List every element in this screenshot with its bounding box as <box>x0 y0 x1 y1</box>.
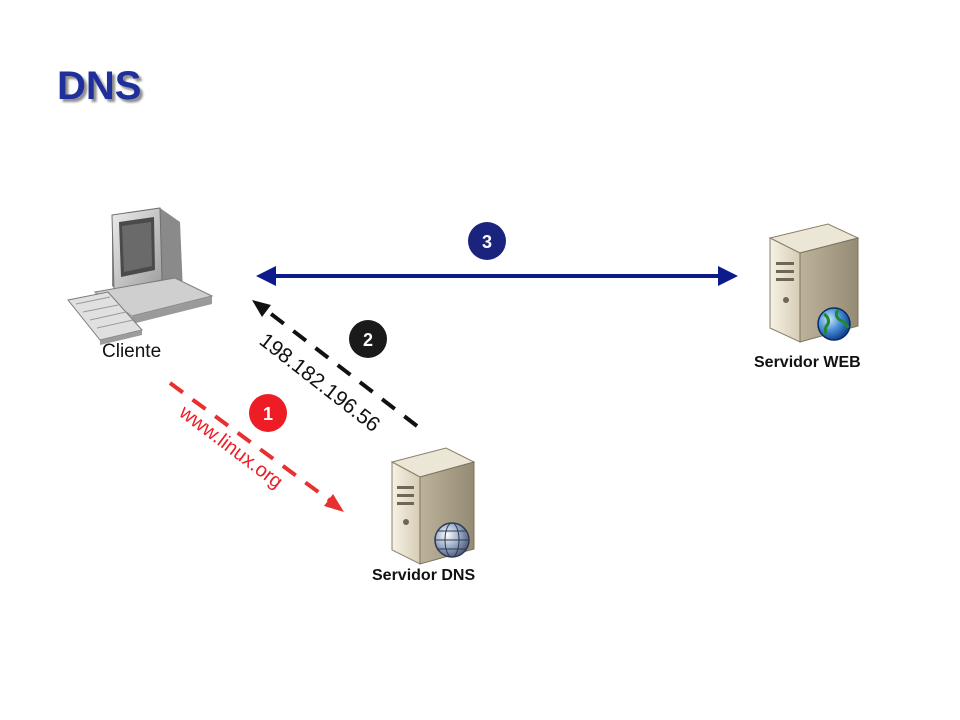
client-computer-icon <box>67 207 214 345</box>
dns-request-arrow <box>168 381 344 512</box>
step-3-badge: 3 <box>468 222 506 260</box>
dns-server-icon <box>390 447 476 565</box>
client-label: Cliente <box>102 341 161 362</box>
page-title: DNS <box>57 64 142 108</box>
svg-text:3: 3 <box>482 232 492 252</box>
step-2-badge: 2 <box>349 320 387 358</box>
svg-text:1: 1 <box>263 404 273 424</box>
svg-text:2: 2 <box>363 330 373 350</box>
web-server-label: Servidor WEB <box>754 354 861 371</box>
dns-server-label: Servidor DNS <box>372 567 475 584</box>
step-1-badge: 1 <box>249 394 287 432</box>
dns-response-arrow <box>252 300 419 428</box>
web-server-icon <box>768 223 860 343</box>
